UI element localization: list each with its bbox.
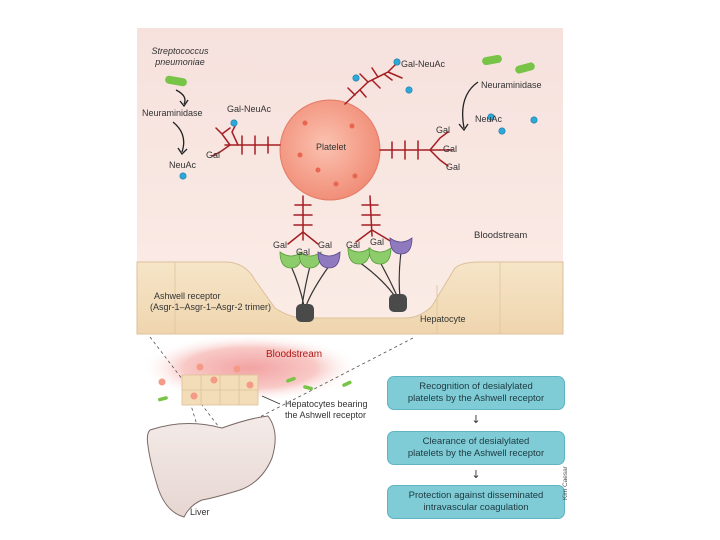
bacteria-icon — [165, 54, 535, 87]
gal-right-label-3: Gal — [446, 162, 460, 172]
ashwell-receptor-left — [279, 251, 341, 322]
bloodstream-lower-label: Bloodstream — [266, 349, 322, 360]
platelet-granules — [297, 120, 358, 187]
hepatocyte-layer — [136, 261, 564, 335]
flow-box-3-line-1: Protection against disseminated — [408, 490, 544, 501]
hepatocytes-bearing-label-2: the Ashwell receptor — [285, 410, 366, 420]
pathogen-label-2: pneumoniae — [154, 57, 205, 67]
artist-credit: Kim Caesar — [562, 466, 569, 500]
gal-label-b4: Gal — [346, 240, 360, 250]
liver — [146, 415, 276, 518]
hepatocyte-pointer — [261, 395, 281, 405]
sialic-acid-icon — [179, 58, 538, 180]
hepatocytes-bearing-label-1: Hepatocytes bearing — [285, 399, 368, 409]
gal-label-b5: Gal — [370, 237, 384, 247]
gal-left-label: Gal — [206, 150, 220, 160]
flow-box-2-line-1: Clearance of desialylated — [422, 436, 530, 447]
flow-box-1-line-2: platelets by the Ashwell receptor — [407, 393, 545, 404]
pathogen-label-1: Streptococcus — [151, 46, 209, 56]
hepatocyte-cluster — [158, 363, 352, 406]
platelet-label: Platelet — [316, 142, 347, 152]
process-arrows — [172, 81, 479, 156]
down-arrow-icon: ↓ — [471, 413, 481, 426]
cell-borders — [174, 262, 501, 334]
down-arrow-icon: ↓ — [471, 468, 481, 481]
bloodstream-top-label: Bloodstream — [474, 230, 527, 241]
ashwell-trimer-label: (Asgr-1–Asgr-1–Asgr-2 trimer) — [150, 302, 271, 312]
neuac-right-label: NeuAc — [475, 114, 503, 124]
gal-neuac-top-label: Gal-NeuAc — [401, 59, 446, 69]
ashwell-receptor-right — [347, 237, 413, 312]
neuac-left-label: NeuAc — [169, 160, 197, 170]
gal-right-label-2: Gal — [443, 144, 457, 154]
gal-label-b2: Gal — [296, 247, 310, 257]
flow-box-2-line-2: platelets by the Ashwell receptor — [407, 448, 545, 459]
neuraminidase-right-label: Neuraminidase — [481, 80, 542, 90]
gal-label-b3: Gal — [318, 240, 332, 250]
gal-neuac-left-label: Gal-NeuAc — [227, 104, 272, 114]
neuraminidase-left-label: Neuraminidase — [142, 108, 203, 118]
gal-label-b1: Gal — [273, 240, 287, 250]
liver-label: Liver — [190, 507, 210, 517]
gal-right-label-1: Gal — [436, 125, 450, 135]
flow-box-1-line-1: Recognition of desialylated — [419, 381, 533, 392]
hepatocyte-label: Hepatocyte — [420, 314, 466, 324]
glycan-chains — [211, 61, 453, 245]
flow-box-3-line-2: intravascular coagulation — [423, 502, 529, 513]
ashwell-receptor-label: Ashwell receptor — [154, 291, 221, 301]
